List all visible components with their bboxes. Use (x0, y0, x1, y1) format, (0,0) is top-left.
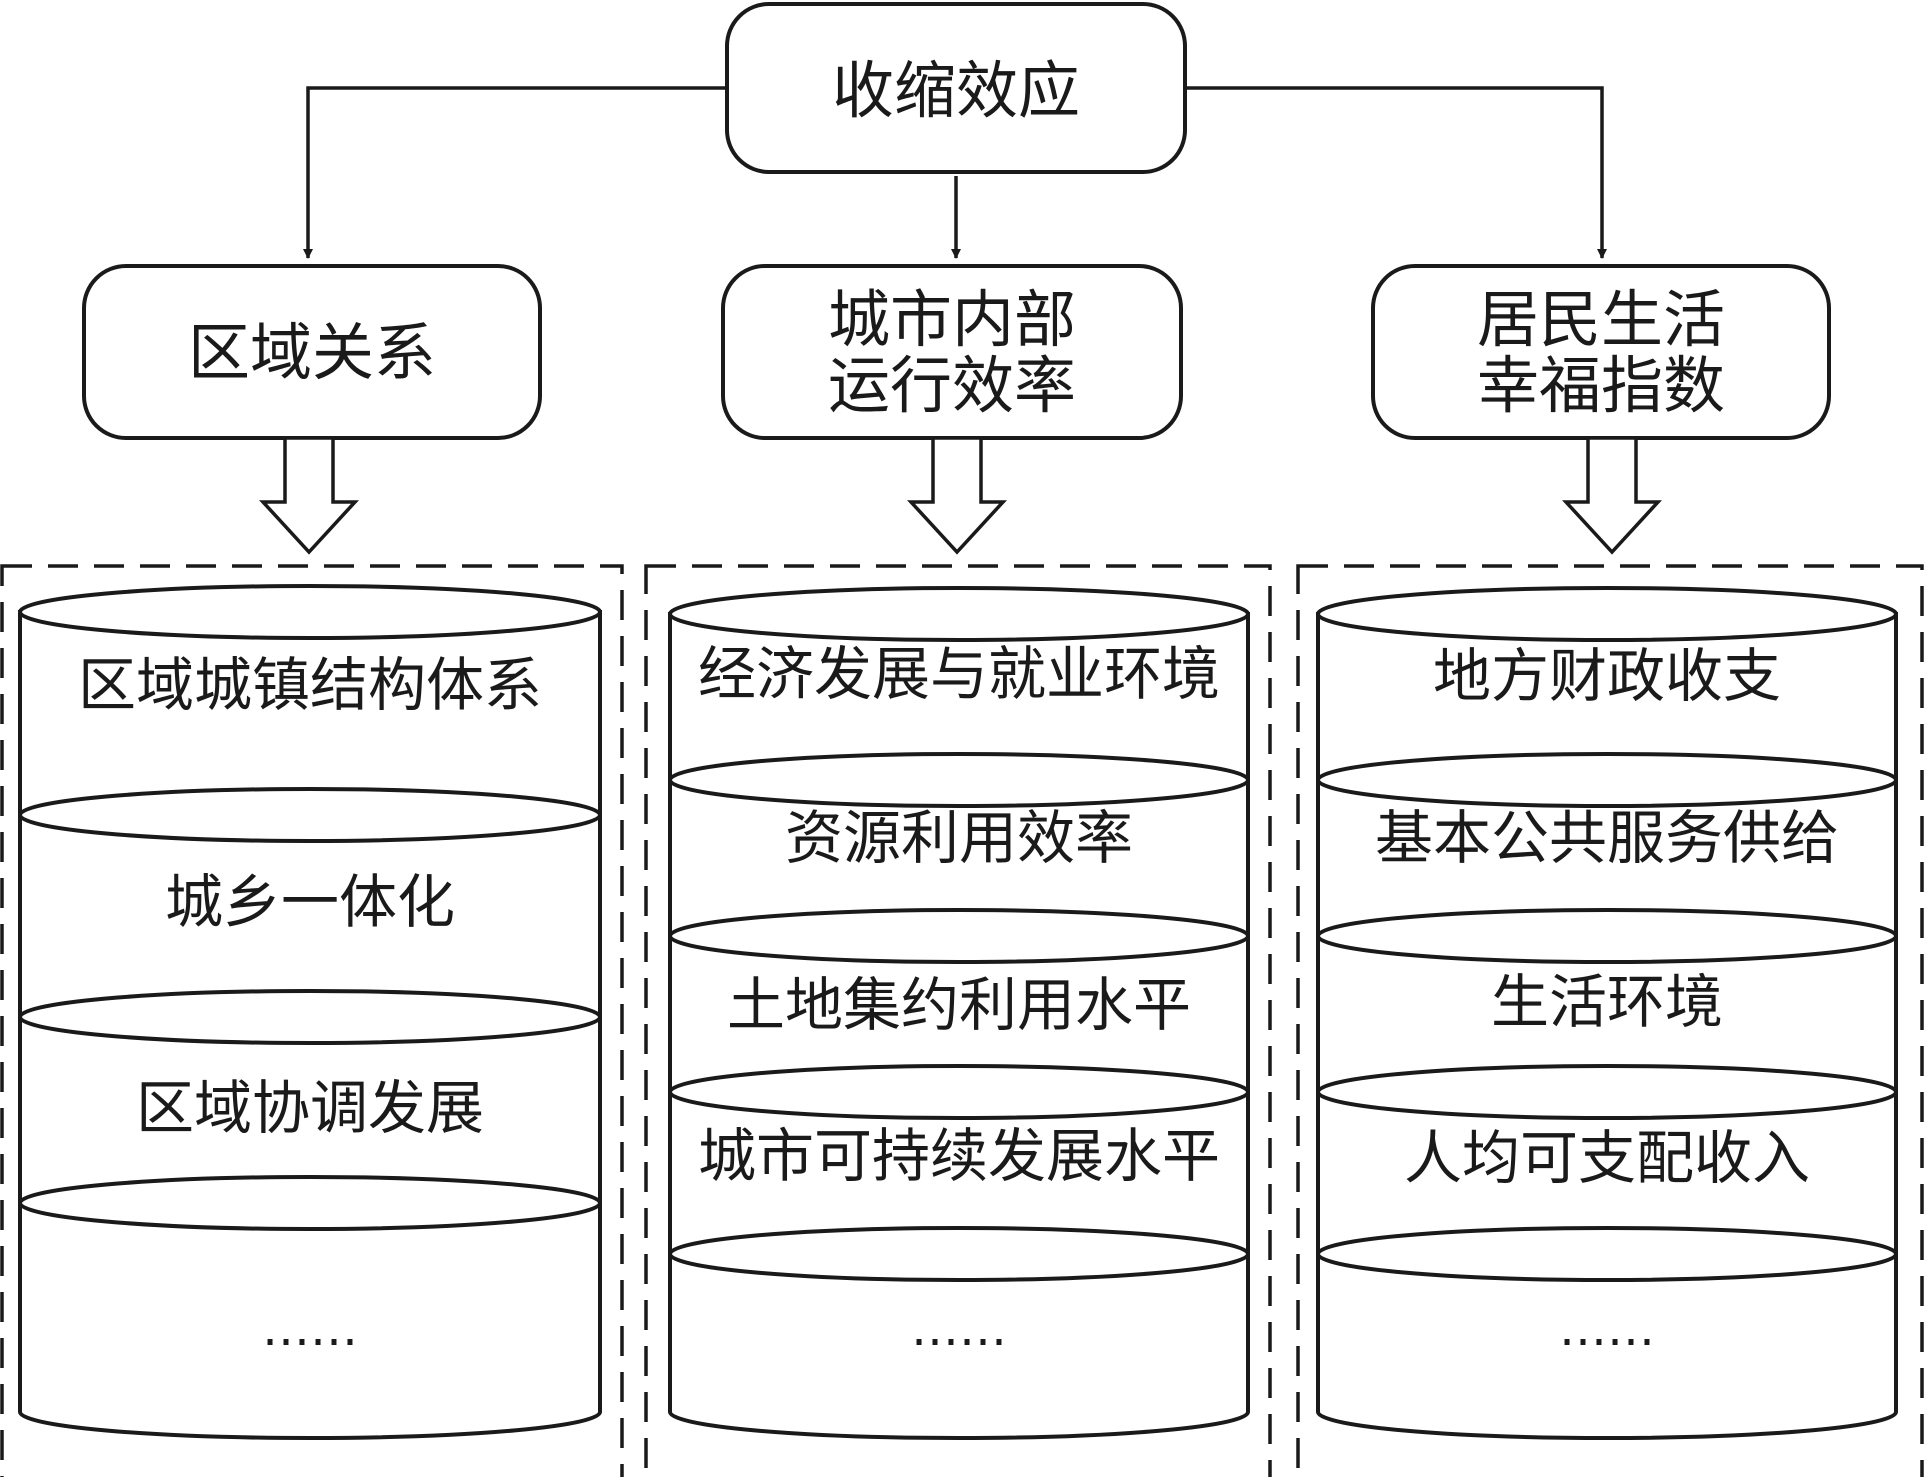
layer-label: 地方财政收支 (1433, 642, 1781, 710)
layer-ellipsis: …… (1559, 1301, 1655, 1357)
cylinder-top-ellipse (18, 584, 602, 640)
layer-divider-ellipse (1316, 1226, 1898, 1282)
layer-label: 区域协调发展 (136, 1074, 484, 1142)
connector-right (1185, 86, 1607, 259)
layer-ellipsis: …… (911, 1301, 1007, 1357)
layer-divider-ellipse (668, 752, 1250, 808)
dashed-container (0, 564, 624, 1477)
layer-divider-ellipse (1316, 908, 1898, 964)
dashed-container (1296, 564, 1924, 1477)
category-label: 城市内部 (828, 283, 1076, 356)
hollow-down-arrow (1562, 436, 1662, 555)
category-box: 区域关系 (82, 264, 542, 440)
category-label: 区域关系 (188, 316, 436, 389)
column-2: 城市内部运行效率经济发展与就业环境资源利用效率土地集约利用水平城市可持续发展水平… (644, 264, 1272, 1477)
layer-label: 基本公共服务供给 (1375, 804, 1839, 872)
dashed-container (644, 564, 1272, 1477)
connector-left (303, 86, 727, 259)
layer-label: 区域城镇结构体系 (78, 651, 542, 719)
cylinder-top-ellipse (668, 586, 1250, 642)
layer-divider-ellipse (18, 787, 602, 843)
category-label: 幸福指数 (1477, 349, 1725, 422)
root-node: 收缩效应 (725, 2, 1187, 174)
layer-divider-ellipse (1316, 752, 1898, 808)
category-label: 运行效率 (828, 349, 1076, 422)
category-label: 居民生活 (1477, 283, 1725, 356)
layer-divider-ellipse (668, 1064, 1250, 1120)
root-connectors (303, 86, 1607, 259)
root-label: 收缩效应 (832, 54, 1080, 127)
layer-label: 城市可持续发展水平 (698, 1122, 1220, 1190)
layer-label: 人均可支配收入 (1404, 1124, 1810, 1192)
layer-divider-ellipse (668, 908, 1250, 964)
layer-label: 城乡一体化 (165, 868, 455, 936)
layer-label: 生活环境 (1491, 968, 1723, 1036)
layer-label: 资源利用效率 (785, 804, 1133, 872)
layer-divider-ellipse (18, 989, 602, 1045)
layer-ellipsis: …… (262, 1301, 358, 1357)
layer-label: 土地集约利用水平 (727, 971, 1191, 1039)
columns: 区域关系区域城镇结构体系城乡一体化区域协调发展……城市内部运行效率经济发展与就业… (0, 264, 1924, 1477)
layer-divider-ellipse (1316, 1064, 1898, 1120)
layer-label: 经济发展与就业环境 (698, 640, 1220, 708)
hollow-down-arrow (907, 436, 1007, 555)
cylinder-top-ellipse (1316, 586, 1898, 642)
hollow-down-arrow (259, 436, 359, 555)
layer-divider-ellipse (668, 1226, 1250, 1282)
layer-divider-ellipse (18, 1175, 602, 1231)
